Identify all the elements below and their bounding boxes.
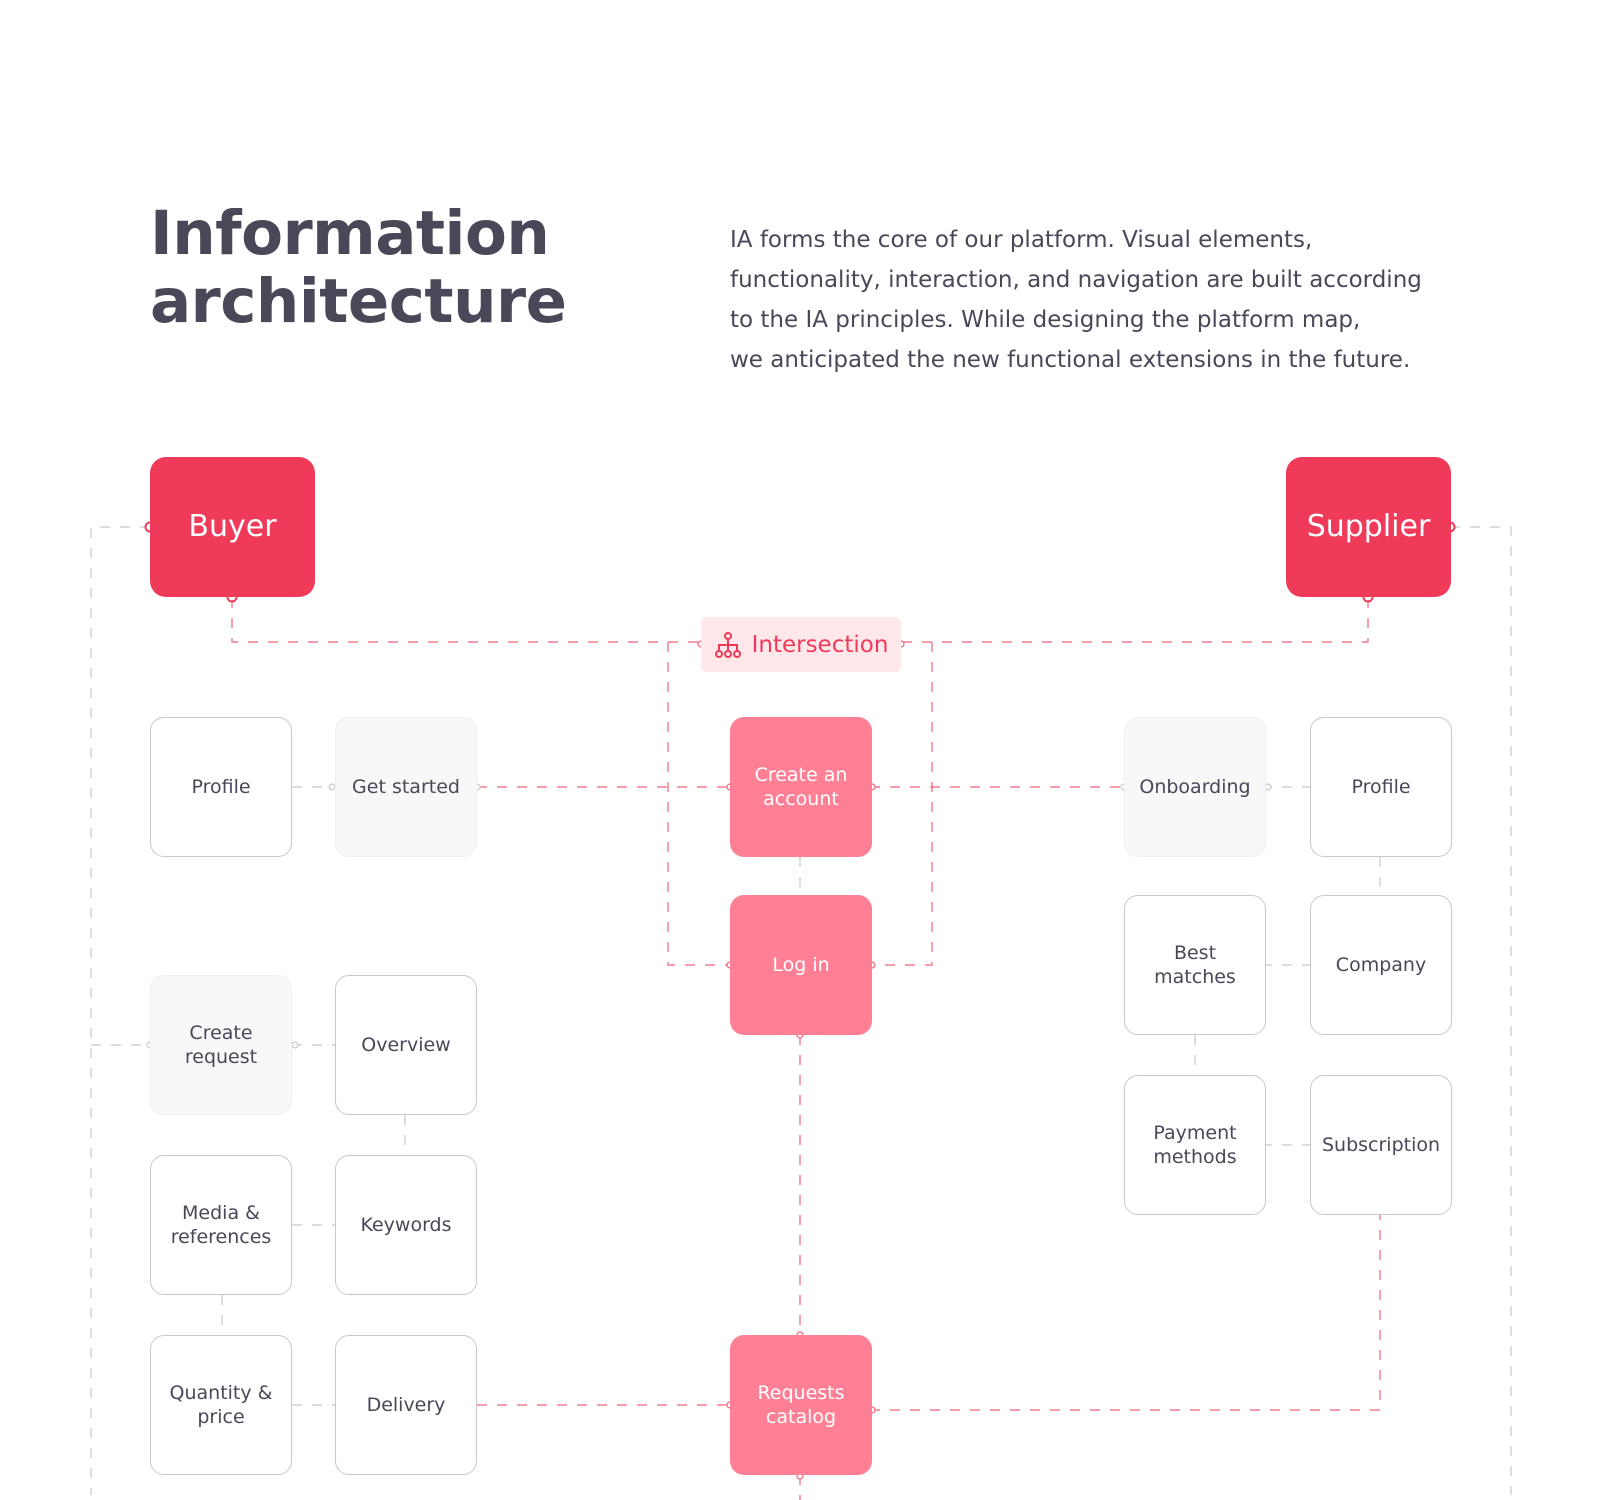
media-references-node[interactable]: Media & references bbox=[150, 1155, 292, 1295]
buyer-profile-label: Profile bbox=[191, 776, 251, 798]
quantity-price-label: Quantity & price bbox=[169, 1382, 273, 1428]
get-started-node[interactable]: Get started bbox=[335, 717, 477, 857]
overview-label: Overview bbox=[361, 1034, 451, 1056]
intersection-label: Intersection bbox=[751, 631, 889, 658]
onboarding-node[interactable]: Onboarding bbox=[1124, 717, 1266, 857]
subscription-node[interactable]: Subscription bbox=[1310, 1075, 1452, 1215]
buyer-label: Buyer bbox=[188, 509, 277, 544]
best-matches-node[interactable]: Best matches bbox=[1124, 895, 1266, 1035]
keywords-node[interactable]: Keywords bbox=[335, 1155, 477, 1295]
title-line-1: Information bbox=[150, 198, 550, 269]
requests-catalog-node[interactable]: Requests catalog bbox=[730, 1335, 872, 1475]
description-line-4: we anticipated the new functional extens… bbox=[730, 347, 1411, 373]
description-line-1: IA forms the core of our platform. Visua… bbox=[730, 227, 1313, 253]
company-label: Company bbox=[1335, 954, 1427, 976]
onboarding-label: Onboarding bbox=[1139, 776, 1251, 798]
sitemap-icon bbox=[714, 631, 742, 659]
get-started-label: Get started bbox=[352, 776, 460, 798]
create-request-label: Create request bbox=[184, 1022, 258, 1068]
page-title: Information architecture bbox=[150, 198, 567, 337]
media-references-label: Media & references bbox=[170, 1202, 272, 1248]
supplier-label: Supplier bbox=[1306, 509, 1431, 544]
buyer-node[interactable]: Buyer bbox=[150, 457, 315, 597]
description-line-2: functionality, interaction, and navigati… bbox=[730, 267, 1422, 293]
create-request-node[interactable]: Create request bbox=[150, 975, 292, 1115]
keywords-label: Keywords bbox=[360, 1214, 452, 1236]
supplier-node[interactable]: Supplier bbox=[1286, 457, 1451, 597]
supplier-profile-node[interactable]: Profile bbox=[1310, 717, 1452, 857]
title-line-2: architecture bbox=[150, 266, 567, 337]
create-account-node[interactable]: Create an account bbox=[730, 717, 872, 857]
log-in-label: Log in bbox=[772, 954, 830, 976]
subscription-label: Subscription bbox=[1321, 1134, 1441, 1156]
requests-catalog-label: Requests catalog bbox=[757, 1382, 845, 1428]
supplier-profile-label: Profile bbox=[1351, 776, 1411, 798]
quantity-price-node[interactable]: Quantity & price bbox=[150, 1335, 292, 1475]
log-in-node[interactable]: Log in bbox=[730, 895, 872, 1035]
company-node[interactable]: Company bbox=[1310, 895, 1452, 1035]
buyer-profile-node[interactable]: Profile bbox=[150, 717, 292, 857]
intersection-badge: Intersection bbox=[701, 617, 901, 672]
overview-node[interactable]: Overview bbox=[335, 975, 477, 1115]
page-description: IA forms the core of our platform. Visua… bbox=[730, 220, 1470, 380]
payment-methods-label: Payment methods bbox=[1153, 1122, 1237, 1168]
delivery-node[interactable]: Delivery bbox=[335, 1335, 477, 1475]
delivery-label: Delivery bbox=[366, 1394, 446, 1416]
create-account-label: Create an account bbox=[754, 764, 848, 810]
description-line-3: to the IA principles. While designing th… bbox=[730, 307, 1361, 333]
best-matches-label: Best matches bbox=[1154, 942, 1236, 988]
payment-methods-node[interactable]: Payment methods bbox=[1124, 1075, 1266, 1215]
